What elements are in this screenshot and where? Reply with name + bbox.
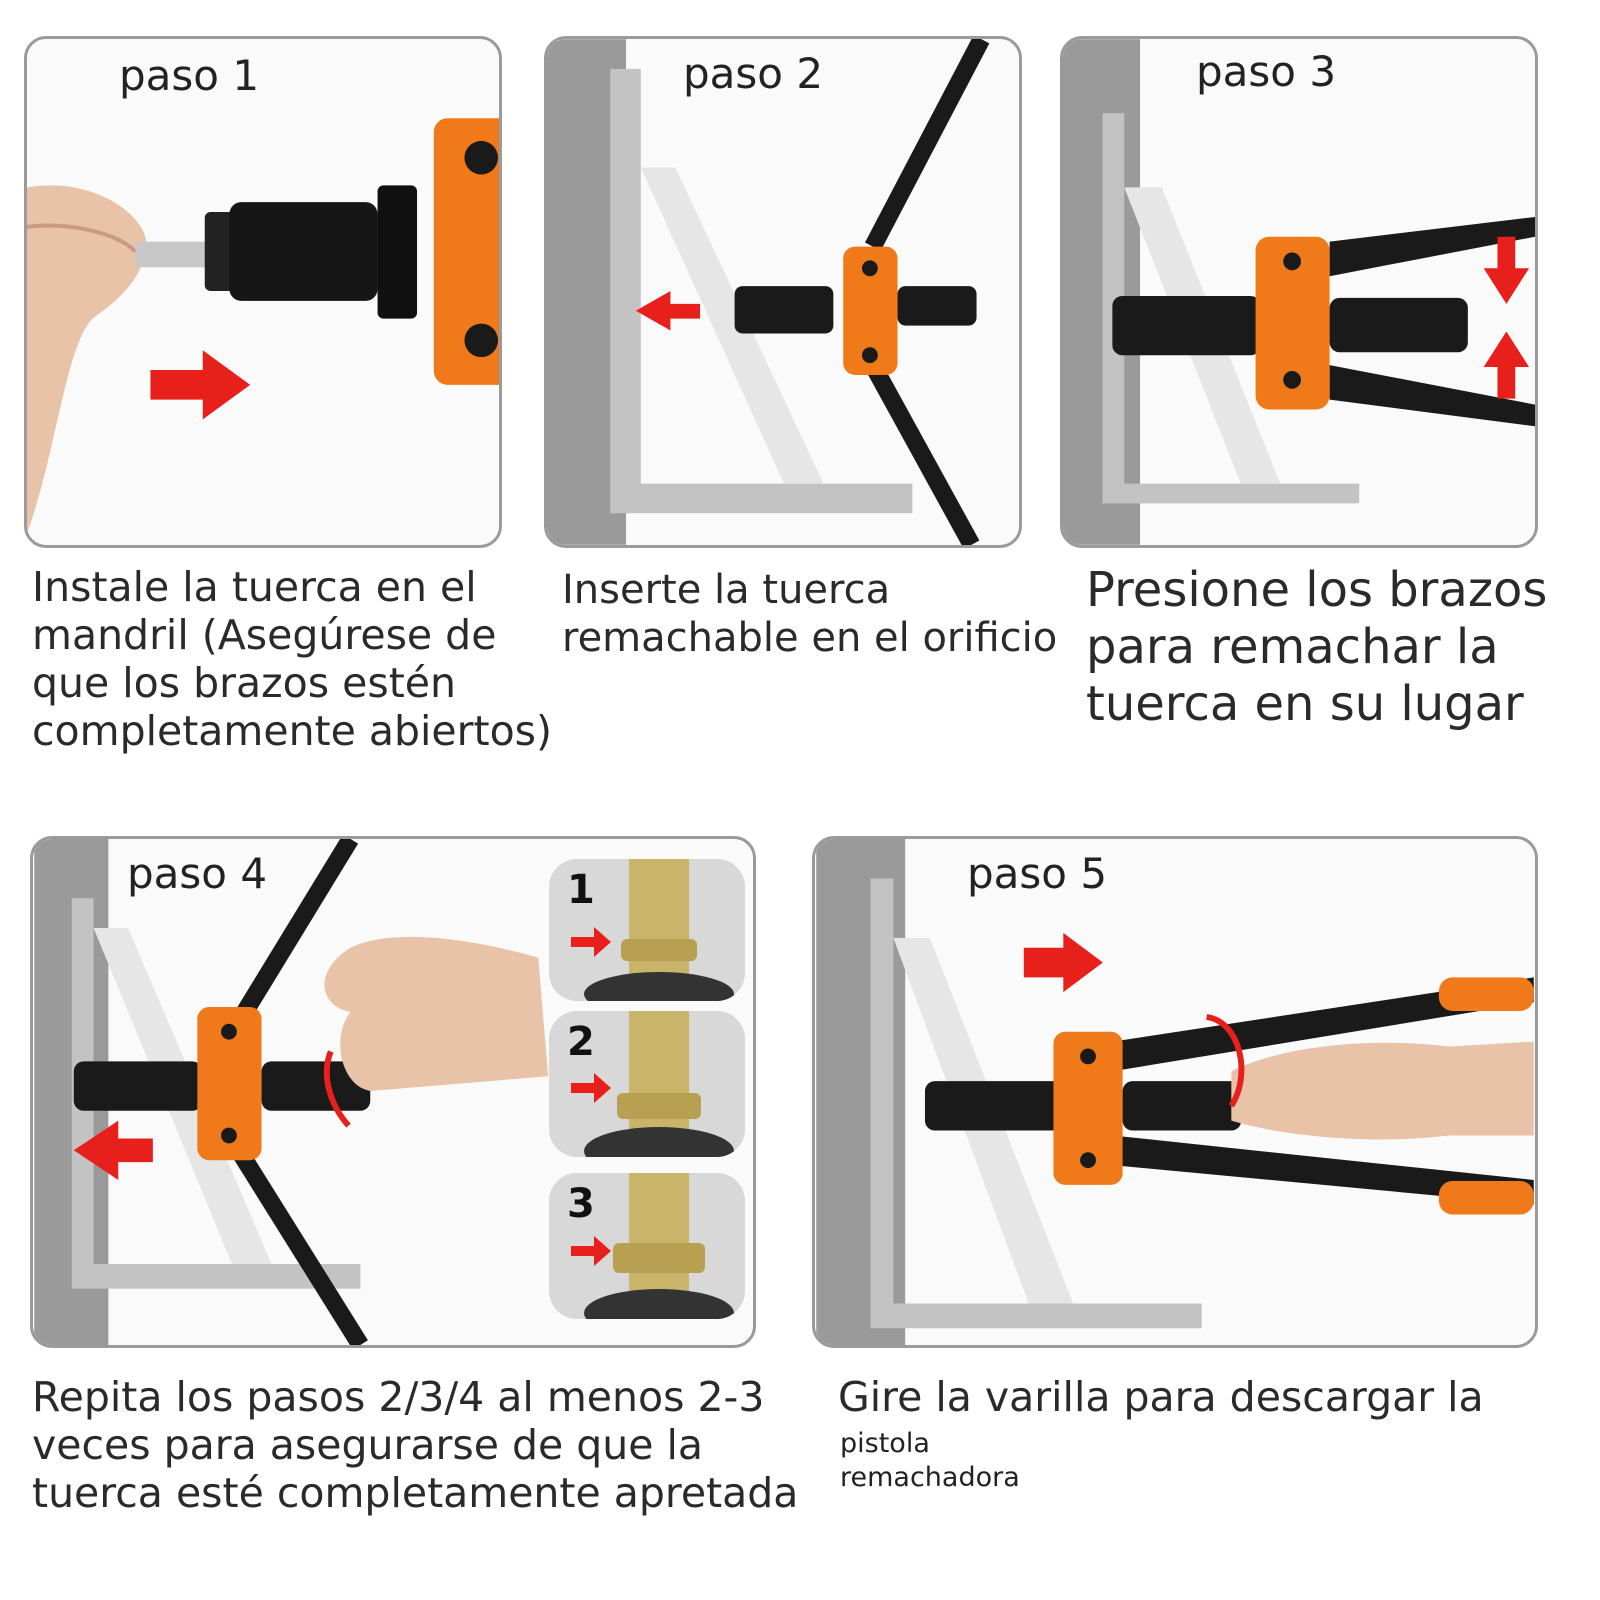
inset-number: 3 xyxy=(567,1181,595,1227)
step-5-caption-small: pistola remachadora xyxy=(840,1427,1020,1495)
caption-line: remachable en el orificio xyxy=(562,615,1058,661)
step-3-caption: Presione los brazos para remachar la tue… xyxy=(1086,562,1547,733)
step-label: paso 5 xyxy=(967,849,1108,898)
step-5-panel: paso 5 xyxy=(812,836,1538,1348)
nut-stage-inset: 1 xyxy=(549,859,745,1001)
nut-stage-2-illustration xyxy=(571,1011,734,1157)
arrow-left-icon xyxy=(73,1120,153,1180)
step-1-panel: paso 1 xyxy=(24,36,502,548)
step-label: paso 2 xyxy=(683,49,824,98)
caption-line: Gire la varilla para descargar la xyxy=(838,1373,1484,1421)
inset-number: 2 xyxy=(567,1019,595,1065)
nut-stage-1-illustration xyxy=(571,859,734,1001)
caption-line: tuerca en su lugar xyxy=(1086,676,1524,732)
caption-line: tuerca esté completamente apretada xyxy=(32,1469,799,1517)
step-3-illustration xyxy=(1063,39,1535,545)
step-2-caption: Inserte la tuerca remachable en el orifi… xyxy=(562,566,1057,662)
arrows-squeeze-icon xyxy=(1483,236,1530,399)
step-4-caption: Repita los pasos 2/3/4 al menos 2-3 vece… xyxy=(32,1373,798,1517)
caption-line: mandril (Asegúrese de xyxy=(32,611,497,659)
nut-stage-inset: 3 xyxy=(549,1173,745,1319)
nut-stage-3-illustration xyxy=(571,1173,734,1319)
caption-line: remachadora xyxy=(840,1462,1020,1493)
step-2-illustration xyxy=(547,39,990,545)
step-4-panel: paso 4 1 2 3 xyxy=(30,836,756,1348)
step-1-caption: Instale la tuerca en el mandril (Asegúre… xyxy=(32,563,552,755)
arrow-left-icon xyxy=(635,291,701,331)
arrow-right-icon xyxy=(1023,932,1103,993)
caption-line: Repita los pasos 2/3/4 al menos 2-3 xyxy=(32,1373,765,1421)
step-1-illustration xyxy=(27,118,499,533)
caption-line: que los brazos estén xyxy=(32,659,457,707)
caption-line: completamente abiertos) xyxy=(32,707,553,755)
step-4-illustration xyxy=(34,839,549,1345)
caption-line: pistola xyxy=(840,1428,930,1459)
step-label: paso 1 xyxy=(119,51,260,100)
step-5-caption: Gire la varilla para descargar la xyxy=(838,1373,1484,1421)
step-label: paso 3 xyxy=(1196,47,1337,96)
arrow-right-icon xyxy=(150,350,251,420)
step-2-panel: paso 2 xyxy=(544,36,1022,548)
step-3-panel: paso 3 xyxy=(1060,36,1538,548)
caption-line: Presione los brazos xyxy=(1086,562,1548,618)
caption-line: Inserte la tuerca xyxy=(562,567,891,613)
caption-line: veces para asegurarse de que la xyxy=(32,1421,704,1469)
nut-stage-inset: 2 xyxy=(549,1011,745,1157)
inset-number: 1 xyxy=(567,867,595,913)
step-label: paso 4 xyxy=(127,849,268,898)
caption-line: para remachar la xyxy=(1086,619,1499,675)
step-5-illustration xyxy=(816,839,1534,1345)
caption-line: Instale la tuerca en el xyxy=(32,563,477,611)
